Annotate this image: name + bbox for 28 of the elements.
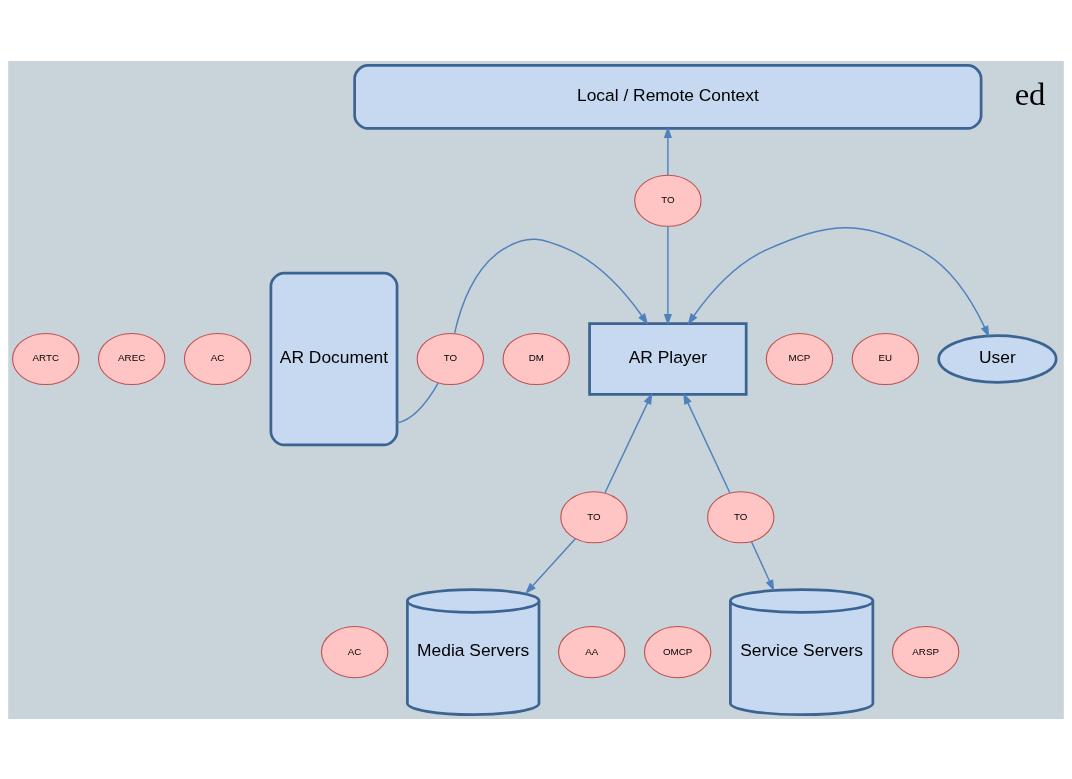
node-ellipse: AREC: [97, 332, 166, 385]
node-ellipse: TO: [416, 332, 485, 385]
arrow: [525, 537, 577, 594]
arrow: [453, 238, 649, 334]
node-ellipse: TO: [707, 490, 775, 543]
node-ellipse: EU: [851, 332, 920, 385]
arrow: [687, 226, 990, 337]
node-ellipse: MCP: [765, 332, 834, 385]
node-box: AR Document: [269, 271, 399, 446]
arrow: [604, 392, 653, 493]
node-ellipse: DM: [502, 332, 570, 385]
arrow: [663, 125, 672, 176]
arrow: [683, 392, 731, 493]
node-ellipse: TO: [634, 174, 702, 227]
node-ellipse: AA: [558, 625, 626, 678]
arrow: [750, 540, 775, 591]
node-box: AR Player: [588, 321, 748, 396]
node-ellipse: TO: [560, 490, 628, 543]
node-ellipse: User: [937, 333, 1058, 384]
node-ellipse: AC: [320, 625, 389, 678]
node-ellipse: ARSP: [891, 625, 960, 678]
node-ellipse: OMCP: [643, 625, 712, 678]
label: ed: [1014, 75, 1046, 112]
connector: [396, 381, 439, 424]
arrow: [663, 225, 672, 326]
node-ellipse: AC: [183, 332, 252, 385]
node-ellipse: ARTC: [12, 332, 80, 385]
node-box: Local / Remote Context: [353, 63, 983, 130]
